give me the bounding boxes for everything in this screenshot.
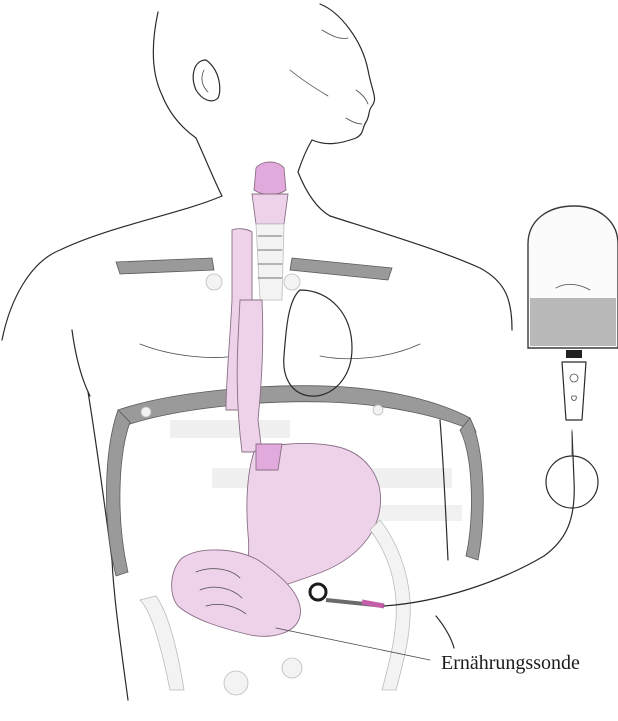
head [153,4,374,172]
heart-outline [284,290,352,396]
clavicles [116,258,392,290]
airway [252,162,288,300]
peg-tube-site [310,584,384,606]
label-leader-line [436,616,454,648]
esophagus [226,229,263,452]
feeding-tube-label: Ernährungssonde [441,652,580,675]
